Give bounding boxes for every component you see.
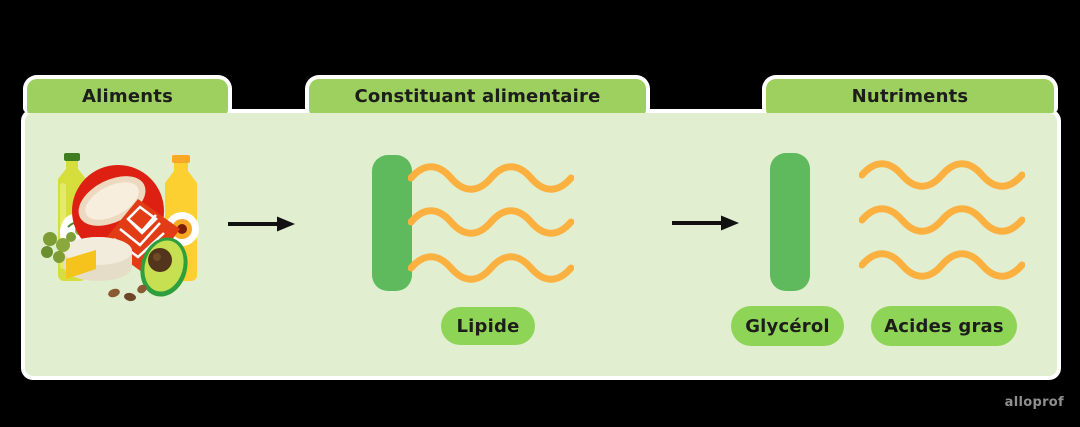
right-arrow-icon [672, 215, 739, 231]
right-arrow-icon [228, 216, 295, 232]
fatty-acid-wave-icon [859, 160, 1025, 190]
lipid-backbone-bar [372, 155, 412, 291]
glycerol-label: Glycérol [745, 315, 830, 337]
fatty-acid-wave-icon [859, 205, 1025, 235]
fatty-acid-wave-icon [408, 253, 574, 283]
seeds-icon [108, 284, 147, 302]
tab-aliments: Aliments [23, 75, 232, 113]
acides-gras-label: Acides gras [884, 315, 1004, 337]
avocado-half-icon [140, 237, 188, 297]
tab-nutriments-label: Nutriments [851, 85, 969, 107]
fatty-acid-wave-icon [408, 207, 574, 237]
lipide-label: Lipide [456, 315, 520, 337]
glycerol-bar [770, 153, 810, 291]
olives-icon [41, 232, 70, 263]
fatty-acid-wave-icon [408, 163, 574, 193]
cheese-wheel-icon [64, 237, 132, 281]
lipide-label-pill: Lipide [441, 307, 535, 345]
alloprof-watermark: alloprof [1004, 395, 1064, 410]
acides-gras-label-pill: Acides gras [871, 306, 1017, 346]
tab-constituant-alimentaire-label: Constituant alimentaire [354, 85, 601, 107]
tab-constituant-alimentaire: Constituant alimentaire [305, 75, 650, 113]
fatty-acid-wave-icon [859, 250, 1025, 280]
tab-aliments-label: Aliments [82, 85, 173, 107]
glycerol-label-pill: Glycérol [731, 306, 844, 346]
food-group-illustration [41, 153, 199, 302]
tab-nutriments: Nutriments [762, 75, 1058, 113]
